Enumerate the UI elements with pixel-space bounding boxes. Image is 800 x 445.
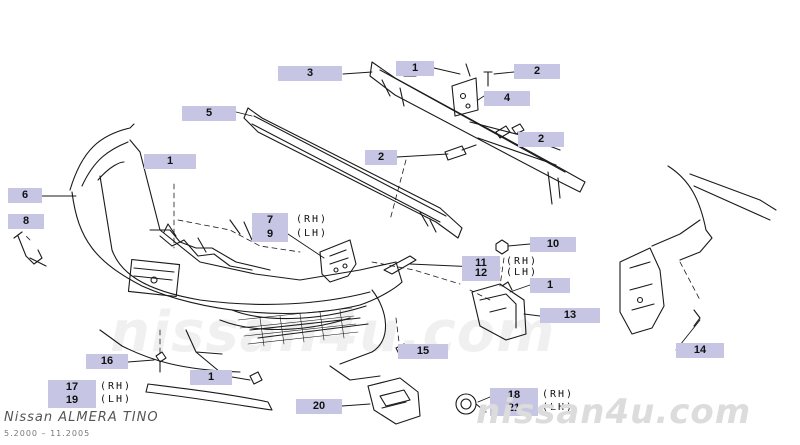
part-tag-7[interactable]: 7 [252,213,288,228]
fog-lamp-13 [471,281,527,341]
side-label-rh-11: (RH) [506,256,539,267]
part-tag-3[interactable]: 3 [278,66,342,81]
part-tag-2-left[interactable]: 2 [365,150,397,165]
production-period: 5.2000 – 11.2005 [4,429,91,438]
part-tag-16[interactable]: 16 [86,354,128,369]
part-tag-20[interactable]: 20 [296,399,342,414]
side-label-rh-7: (RH) [296,214,329,225]
part-tag-15[interactable]: 15 [398,344,448,359]
part-tag-2-top[interactable]: 2 [514,64,560,79]
clip-8 [13,231,47,267]
side-label-lh-19: (LH) [100,394,133,405]
fender-bracket-14 [619,165,777,335]
bolts-top [444,71,525,161]
reinforcement-lower [243,107,463,239]
part-tag-19[interactable]: 19 [48,393,96,408]
side-label-rh-17: (RH) [100,381,133,392]
clips-bottom [249,343,409,385]
part-tag-6[interactable]: 6 [8,188,42,203]
part-tag-9[interactable]: 9 [252,227,288,242]
bracket-4 [451,63,479,117]
bumper-fascia [69,123,403,381]
part-tag-4[interactable]: 4 [484,91,530,106]
bracket-11-12 [383,255,417,275]
side-label-lh-12: (LH) [506,267,539,278]
part-tag-21[interactable]: 21 [490,401,538,416]
vehicle-model: Nissan ALMERA TINO [4,410,159,425]
part-tag-1-bottom[interactable]: 1 [190,370,232,385]
side-label-rh-18: (RH) [542,389,575,400]
part-tag-2-mid[interactable]: 2 [518,132,564,147]
lower-grille-mesh [237,307,359,347]
leader-lines [41,67,701,407]
side-label-lh-9: (LH) [296,228,329,239]
alignment-dashes [25,159,701,357]
part-tag-12[interactable]: 12 [462,266,500,281]
part-tag-13[interactable]: 13 [540,308,600,323]
part-tag-5[interactable]: 5 [182,106,236,121]
nut-10 [495,239,509,255]
part-tag-14[interactable]: 14 [676,343,724,358]
fog-lamp-18-21 [455,393,487,415]
bracket-7-9 [319,239,357,283]
part-tag-1-left[interactable]: 1 [144,154,196,169]
part-tag-17[interactable]: 17 [48,380,96,395]
part-tag-1-right[interactable]: 1 [530,278,570,293]
part-tag-8[interactable]: 8 [8,214,44,229]
reinforcement-upper [369,61,586,205]
molding-17-19 [145,383,273,411]
fog-lamp-20 [367,377,421,425]
watermark-corner: nissan4u.com [476,392,752,432]
part-tag-18[interactable]: 18 [490,388,538,403]
part-tag-10[interactable]: 10 [530,237,576,252]
part-tag-1-top[interactable]: 1 [396,61,434,76]
side-label-lh-21: (LH) [542,402,575,413]
